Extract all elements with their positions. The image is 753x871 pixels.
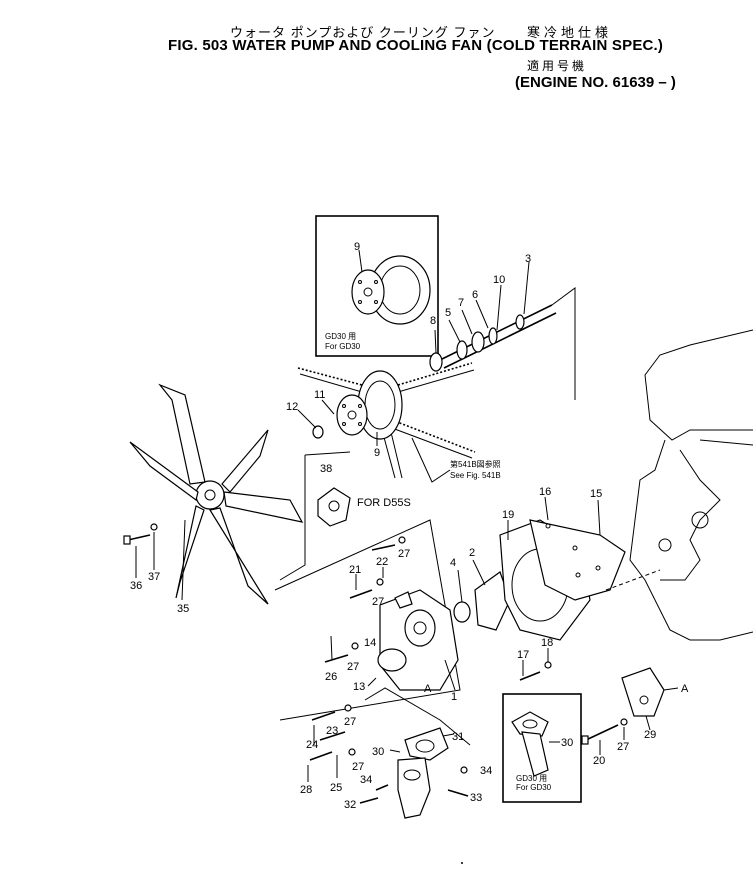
callout-27-d: 27 bbox=[344, 716, 356, 728]
callout-27-e: 27 bbox=[352, 761, 364, 773]
callout-6: 6 bbox=[472, 289, 478, 301]
callout-32: 32 bbox=[344, 799, 356, 811]
japanese-title: ウォータ ポンプおよび クーリング ファン bbox=[230, 25, 496, 40]
gd30-note-jp-1: GD30 用 bbox=[325, 332, 356, 341]
callout-9-inset: 9 bbox=[354, 241, 360, 253]
japanese-applicable-label: 適用号機 bbox=[527, 59, 588, 73]
fan-bolts: 36 37 bbox=[123, 523, 160, 592]
callout-24: 24 bbox=[306, 739, 318, 751]
callout-A-1: A bbox=[424, 683, 432, 695]
pump-mounting-bolts: 22 27 21 27 27 26 27 23 24 27 25 28 bbox=[300, 536, 410, 796]
pump-shaft-assembly: 3 5 6 7 8 10 bbox=[429, 253, 576, 400]
callout-38: 38 bbox=[320, 463, 332, 475]
callout-28: 28 bbox=[300, 784, 312, 796]
callout-27-b: 27 bbox=[372, 596, 384, 608]
gd30-inlet-inset: 30 GD30 用 For GD30 bbox=[502, 693, 582, 803]
callout-27-c: 27 bbox=[347, 661, 359, 673]
callout-27-f: 27 bbox=[617, 741, 629, 753]
callout-A-2: A bbox=[681, 683, 689, 695]
callout-15: 15 bbox=[590, 488, 602, 500]
callout-34-a: 34 bbox=[360, 774, 372, 786]
callout-20: 20 bbox=[593, 755, 605, 767]
callout-2: 2 bbox=[469, 547, 475, 559]
water-pump-body: 1 14 13 A bbox=[274, 519, 461, 721]
gd30-note-jp-2: GD30 用 bbox=[516, 774, 547, 783]
callout-27-a: 27 bbox=[398, 548, 410, 560]
gd30-pulley-inset: 9 GD30 用 For GD30 bbox=[315, 215, 439, 357]
callout-35: 35 bbox=[177, 603, 189, 615]
callout-5: 5 bbox=[445, 307, 451, 319]
callout-3: 3 bbox=[525, 253, 531, 265]
callout-23: 23 bbox=[326, 725, 338, 737]
callout-37: 37 bbox=[148, 571, 160, 583]
callout-13: 13 bbox=[353, 681, 365, 693]
engine-number: (ENGINE NO. 61639 – ) bbox=[515, 74, 676, 91]
callout-14: 14 bbox=[364, 637, 376, 649]
engine-block bbox=[629, 329, 753, 641]
see-fig-note-en: See Fig. 541B bbox=[450, 471, 501, 480]
callout-10: 10 bbox=[493, 274, 505, 286]
callout-22: 22 bbox=[376, 556, 388, 568]
callout-26: 26 bbox=[325, 671, 337, 683]
bracket-assembly: A 20 27 29 bbox=[581, 667, 689, 767]
callout-12: 12 bbox=[286, 401, 298, 413]
figure-title: FIG. 503 WATER PUMP AND COOLING FAN (COL… bbox=[168, 37, 664, 54]
callout-9: 9 bbox=[374, 447, 380, 459]
for-d55s-note: FOR D55S bbox=[357, 497, 411, 509]
callout-30: 30 bbox=[372, 746, 384, 758]
callout-36: 36 bbox=[130, 580, 142, 592]
callout-11: 11 bbox=[314, 389, 325, 401]
callout-18: 18 bbox=[541, 637, 553, 649]
callout-17: 17 bbox=[517, 649, 529, 661]
callout-21: 21 bbox=[349, 564, 361, 576]
callout-7: 7 bbox=[458, 297, 464, 309]
callout-34-b: 34 bbox=[480, 765, 492, 777]
gd30-note-en-2: For GD30 bbox=[516, 783, 552, 792]
callout-25: 25 bbox=[330, 782, 342, 794]
japanese-spec-label: 寒冷地仕様 bbox=[527, 25, 613, 40]
callout-31: 31 bbox=[452, 731, 464, 743]
callout-33: 33 bbox=[470, 792, 482, 804]
callout-4: 4 bbox=[450, 557, 456, 569]
callout-29: 29 bbox=[644, 729, 656, 741]
cooling-fan: 35 bbox=[129, 383, 304, 615]
water-inlet: 30 31 34 32 33 34 bbox=[344, 687, 492, 819]
callout-16: 16 bbox=[539, 486, 551, 498]
callout-19: 19 bbox=[502, 509, 514, 521]
callout-1: 1 bbox=[451, 691, 457, 703]
stray-dot bbox=[461, 862, 463, 864]
d55s-spacer: 38 FOR D55S bbox=[279, 451, 411, 581]
plate-and-gasket: 16 15 17 18 bbox=[517, 486, 661, 681]
callout-8: 8 bbox=[430, 315, 436, 327]
callout-30-inset: 30 bbox=[561, 737, 573, 749]
fan-pulley: 12 11 9 第541B図参照 See Fig. 541B bbox=[286, 370, 501, 480]
gd30-note-en-1: For GD30 bbox=[325, 342, 361, 351]
see-fig-note-jp: 第541B図参照 bbox=[450, 459, 501, 469]
